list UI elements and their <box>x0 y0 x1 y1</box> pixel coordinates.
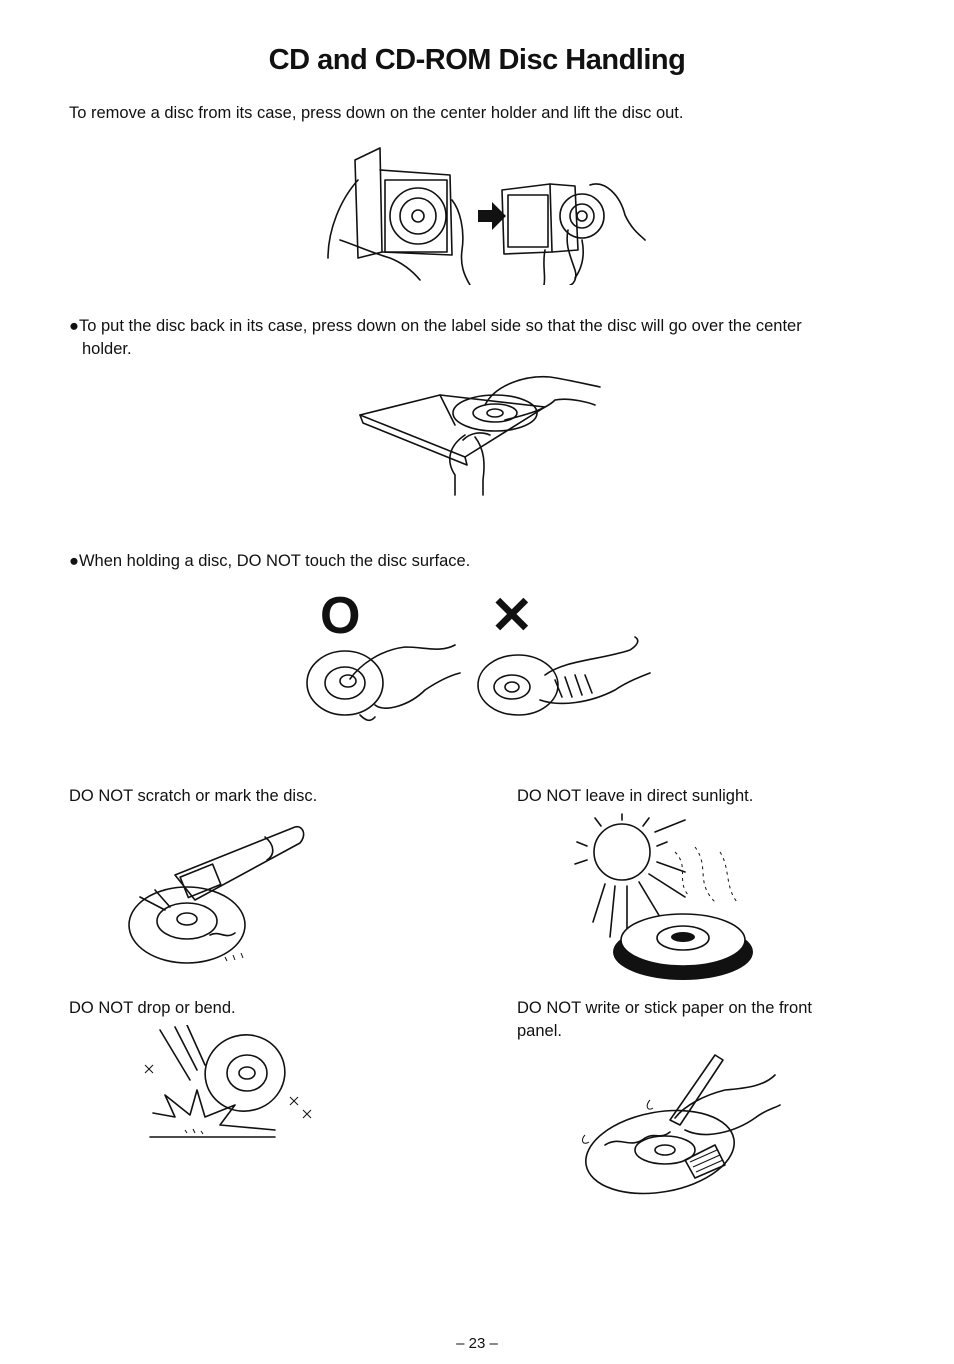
put-back-text-line2: holder. <box>82 340 132 358</box>
page-title: CD and CD-ROM Disc Handling <box>268 44 686 76</box>
sunlight-warning-text: DO NOT leave in direct sunlight. <box>517 787 754 805</box>
write-warning-text-line2: panel. <box>517 1022 562 1040</box>
wrong-holding-illustration <box>470 635 655 725</box>
wrong-mark: ✕ <box>490 587 534 645</box>
put-back-illustration <box>355 365 605 500</box>
page-number: – 23 – <box>456 1335 498 1352</box>
write-warning-text-line1: DO NOT write or stick paper on the front <box>517 999 812 1017</box>
drop-illustration <box>135 1025 320 1145</box>
holding-text: ●When holding a disc, DO NOT touch the d… <box>69 552 471 570</box>
correct-mark: O <box>320 587 361 645</box>
sunlight-illustration <box>565 812 765 987</box>
drop-warning-text: DO NOT drop or bend. <box>69 999 236 1017</box>
remove-disc-illustration <box>320 140 650 285</box>
scratch-illustration <box>125 815 315 970</box>
put-back-text-line1: ●To put the disc back in its case, press… <box>69 317 802 335</box>
intro-text: To remove a disc from its case, press do… <box>69 104 684 122</box>
correct-holding-illustration <box>300 635 465 725</box>
write-illustration <box>575 1050 785 1200</box>
scratch-warning-text: DO NOT scratch or mark the disc. <box>69 787 318 805</box>
